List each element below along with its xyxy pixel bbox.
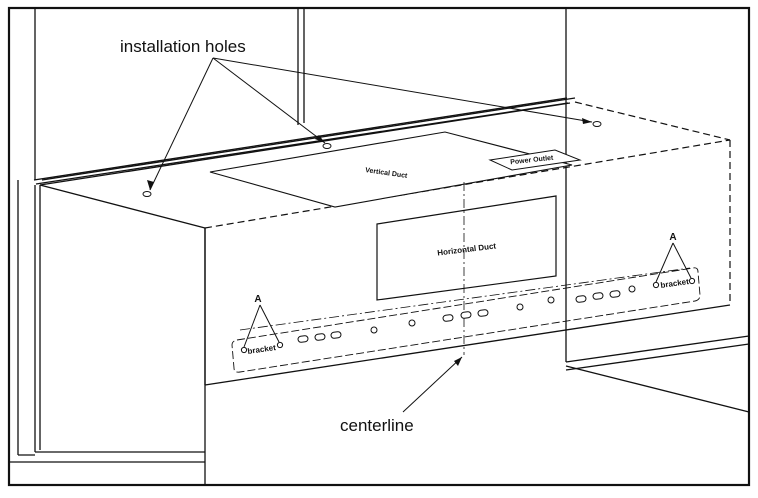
bracket-strip: [231, 267, 701, 373]
power-outlet-panel: [488, 149, 582, 171]
centerline-callout: centerline: [340, 416, 414, 435]
centerline-leader: [402, 356, 463, 413]
horizontal-duct-panel: [376, 195, 557, 301]
right-point-a-label: A: [669, 232, 676, 243]
installation-hole-markers: [142, 121, 602, 197]
right-bracket-a: [652, 242, 696, 289]
bracket-line: [239, 267, 691, 331]
wall-cabinets: [10, 8, 750, 485]
installation-holes-arrowheads: [147, 118, 592, 190]
vertical-duct-panel: [209, 131, 573, 208]
power-outlet-label: Power Outlet: [510, 155, 554, 167]
bracket-slots: [297, 290, 621, 343]
right-bracket-label: bracket: [660, 277, 690, 290]
outer-frame: [7, 6, 751, 487]
installation-holes-leaders: [149, 57, 593, 191]
left-bracket-label: bracket: [247, 343, 277, 356]
left-point-a-label: A: [254, 294, 261, 305]
bracket-round-holes: [370, 285, 636, 334]
left-bracket-a: [240, 304, 284, 354]
centerline-arrowhead: [454, 357, 462, 366]
installation-holes-callout: installation holes: [120, 37, 246, 56]
